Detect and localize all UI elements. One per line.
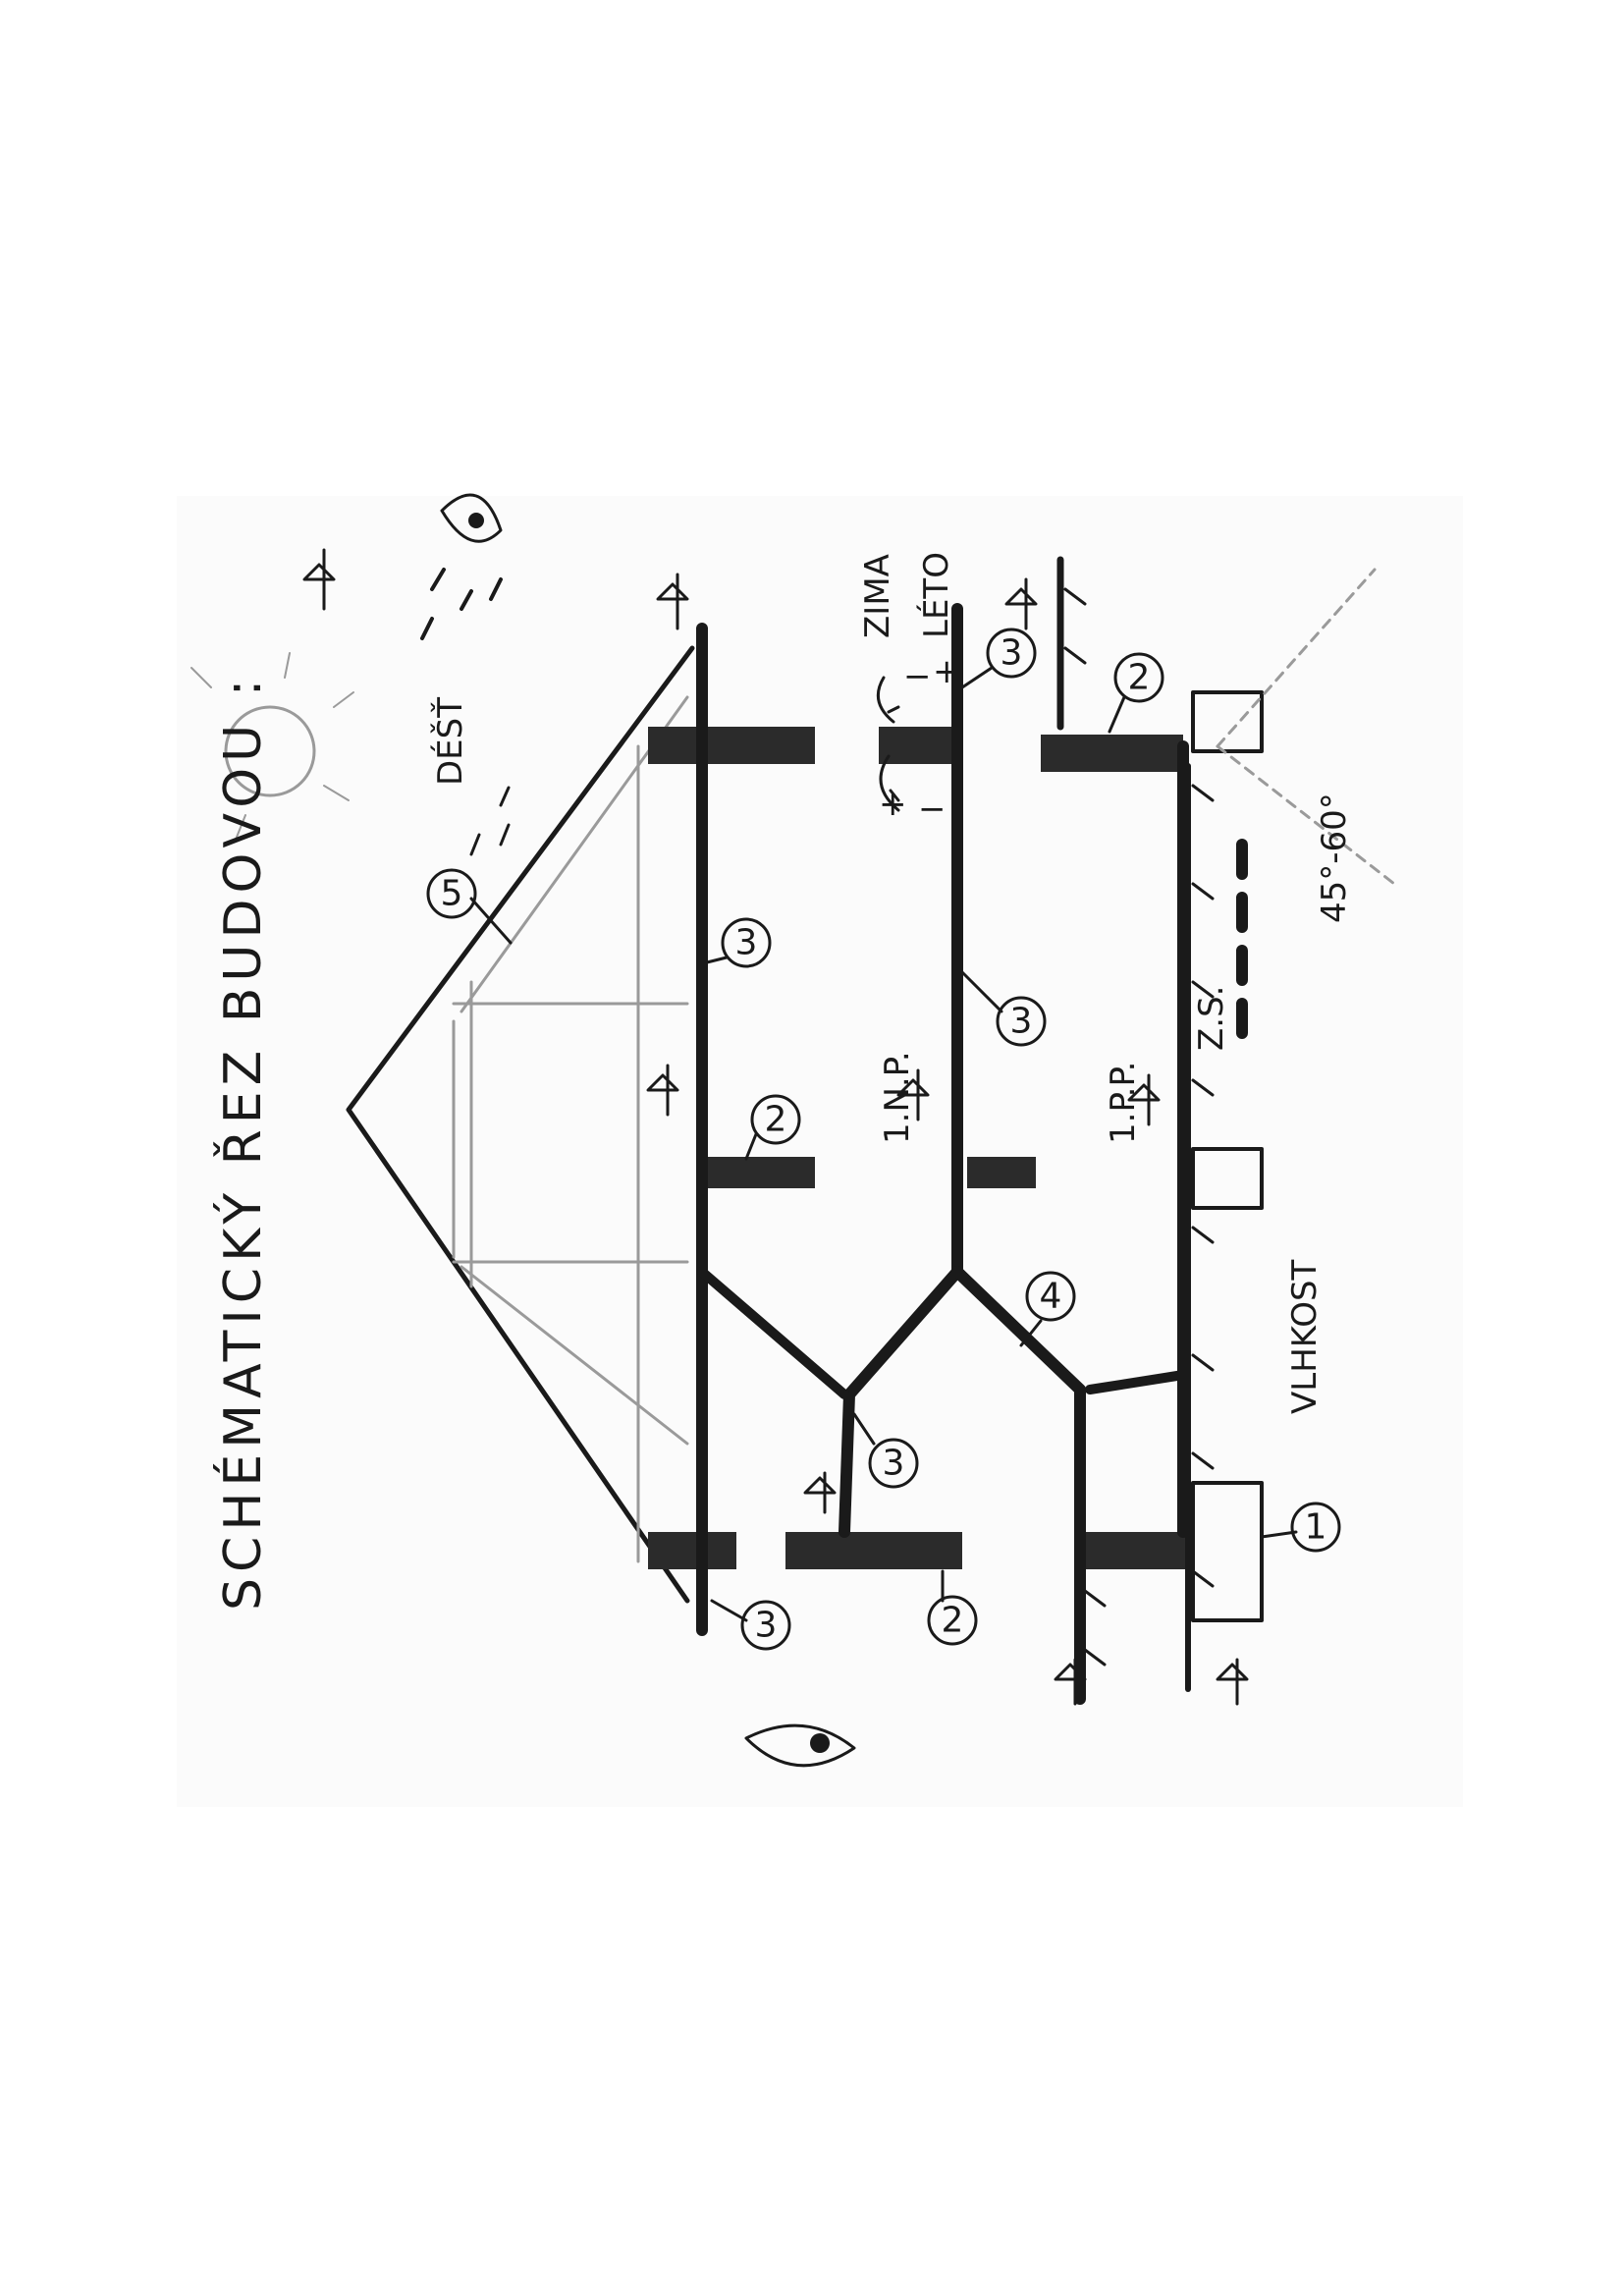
svg-text:1: 1 (1305, 1507, 1327, 1548)
svg-text:4: 4 (1040, 1277, 1062, 1317)
plus-sign-bottom: + (879, 785, 907, 824)
svg-text:3: 3 (1010, 1002, 1033, 1042)
svg-text:3: 3 (883, 1444, 905, 1484)
upper-floor-label: 1.N.P. (878, 1051, 917, 1144)
rain-icon (420, 568, 511, 856)
wall-left-lower (1041, 735, 1183, 772)
winter-label: ZIMA (858, 554, 897, 638)
svg-text:2: 2 (765, 1100, 787, 1140)
callout-3-bottom: 3 (710, 1599, 791, 1651)
basement-right-wall (1085, 1370, 1188, 1394)
callout-5: 5 (426, 868, 513, 945)
summer-label: LÉTO (916, 552, 956, 638)
callouts: 5 3 3 3 2 (426, 628, 1341, 1651)
svg-text:2: 2 (942, 1601, 964, 1641)
wall-interior-upper (707, 1157, 815, 1188)
plus-sign-top: + (933, 652, 961, 691)
wall-right-mid (785, 1532, 962, 1569)
rain-label: DÉŠŤ (430, 697, 470, 786)
svg-text:5: 5 (441, 874, 463, 914)
groundwater-label: Z.S. (1192, 986, 1231, 1052)
window-arrows (876, 676, 900, 812)
sloped-slab-upper (697, 1267, 849, 1399)
callout-2-right: 2 (927, 1569, 978, 1646)
wall-interior-lower (967, 1157, 1036, 1188)
eye-icon-bottom (744, 1723, 856, 1768)
callout-2-left: 2 (1108, 652, 1164, 734)
callout-4: 4 (1019, 1271, 1076, 1347)
slabs (696, 603, 1189, 1705)
wall-right-lower (1080, 1532, 1188, 1569)
callout-2-interior: 2 (744, 1094, 801, 1161)
moisture-label: VLHKOST (1285, 1259, 1325, 1414)
minus-sign-top: − (903, 657, 932, 696)
minus-sign-bottom: − (918, 790, 947, 829)
wall-left-upper (648, 727, 815, 764)
paper-scan-area (177, 496, 1463, 1807)
level-markers (302, 548, 1249, 1706)
lower-floor-label: 1.P.P. (1104, 1062, 1143, 1144)
angle-label: 45°-60° (1315, 793, 1354, 923)
rotated-sheet: 5 3 3 3 2 (190, 493, 1396, 1768)
sun-icon (190, 652, 354, 841)
callout-3-mid: 3 (960, 970, 1047, 1047)
callout-3-roof: 3 (705, 917, 772, 968)
terrain (1056, 556, 1396, 1693)
svg-text:3: 3 (735, 923, 758, 963)
walls (648, 727, 1188, 1569)
drawing-title: SCHÉMATICKÝ ŘEZ BUDOVOU : (213, 674, 273, 1611)
svg-text:3: 3 (1001, 633, 1023, 674)
eye-icon-top (440, 493, 503, 543)
svg-text:3: 3 (755, 1606, 778, 1646)
wall-right-upper (648, 1532, 736, 1569)
svg-text:2: 2 (1128, 658, 1151, 698)
callout-1: 1 (1260, 1502, 1341, 1553)
wall-left-mid (879, 727, 962, 764)
callout-3-upper: 3 (960, 628, 1037, 689)
callout-3-step: 3 (852, 1412, 919, 1489)
